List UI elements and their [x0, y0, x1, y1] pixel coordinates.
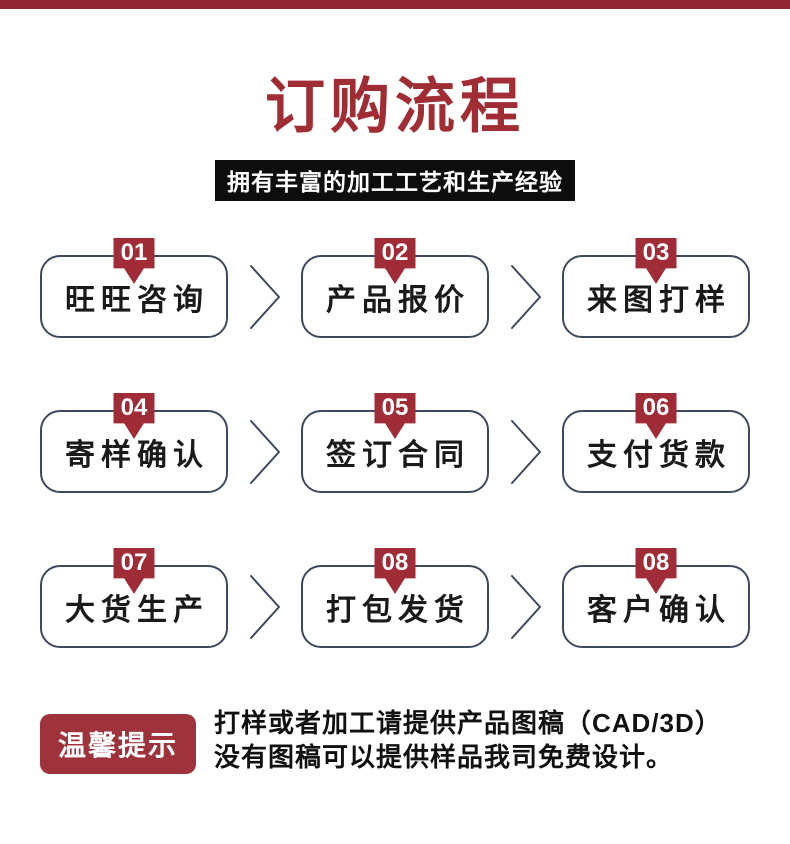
step-label: 支付货款: [587, 438, 731, 472]
step-card-4: 04 寄样确认: [40, 393, 228, 493]
step-card-6: 06 支付货款: [562, 393, 750, 493]
tips-section: 温馨提示 打样或者加工请提供产品图稿（CAD/3D） 没有图稿可以提供样品我司免…: [0, 706, 790, 774]
step-label: 来图打样: [587, 283, 731, 317]
tips-badge: 温馨提示: [40, 714, 196, 774]
step-number: 08: [642, 549, 670, 576]
step-label: 旺旺咨询: [65, 283, 209, 317]
order-process-flow: 01 旺旺咨询 02 产品报价 03 来图打样 04 寄样确认: [0, 238, 790, 648]
step-label: 寄样确认: [65, 438, 209, 472]
step-card-8: 08 打包发货: [301, 548, 489, 648]
step-number: 07: [120, 549, 148, 576]
flow-row-2: 04 寄样确认 05 签订合同 06 支付货款: [0, 393, 790, 493]
tips-line-2: 没有图稿可以提供样品我司免费设计。: [214, 742, 674, 772]
flow-row-1: 01 旺旺咨询 02 产品报价 03 来图打样: [0, 238, 790, 338]
arrow-right-icon: [249, 419, 280, 484]
page-title: 订购流程: [265, 73, 525, 140]
step-card-1: 01 旺旺咨询: [40, 238, 228, 338]
arrow-right-icon: [249, 574, 280, 639]
arrow-right-icon: [510, 574, 541, 639]
step-number: 08: [381, 549, 409, 576]
step-number: 02: [381, 239, 409, 266]
step-number: 05: [381, 394, 409, 421]
arrow-right-icon: [249, 264, 280, 329]
step-label: 大货生产: [65, 593, 209, 627]
tips-line-1: 打样或者加工请提供产品图稿（CAD/3D）: [214, 708, 722, 738]
step-number: 03: [642, 239, 670, 266]
step-card-9: 08 客户确认: [562, 548, 750, 648]
step-card-7: 07 大货生产: [40, 548, 228, 648]
step-label: 签订合同: [326, 438, 470, 472]
step-number: 01: [120, 239, 148, 266]
step-label: 产品报价: [326, 283, 470, 317]
top-accent-bar: [0, 0, 790, 9]
step-label: 客户确认: [587, 593, 731, 627]
flow-row-3: 07 大货生产 08 打包发货 08 客户确认: [0, 548, 790, 648]
step-card-3: 03 来图打样: [562, 238, 750, 338]
step-card-5: 05 签订合同: [301, 393, 489, 493]
arrow-right-icon: [510, 264, 541, 329]
subtitle-banner: 拥有丰富的加工工艺和生产经验: [215, 160, 575, 201]
step-number: 06: [642, 394, 670, 421]
tips-text: 打样或者加工请提供产品图稿（CAD/3D） 没有图稿可以提供样品我司免费设计。: [214, 706, 722, 774]
arrow-right-icon: [510, 419, 541, 484]
step-label: 打包发货: [326, 593, 470, 627]
step-card-2: 02 产品报价: [301, 238, 489, 338]
step-number: 04: [120, 394, 148, 421]
subtitle-wrap: 拥有丰富的加工工艺和生产经验: [0, 160, 790, 201]
